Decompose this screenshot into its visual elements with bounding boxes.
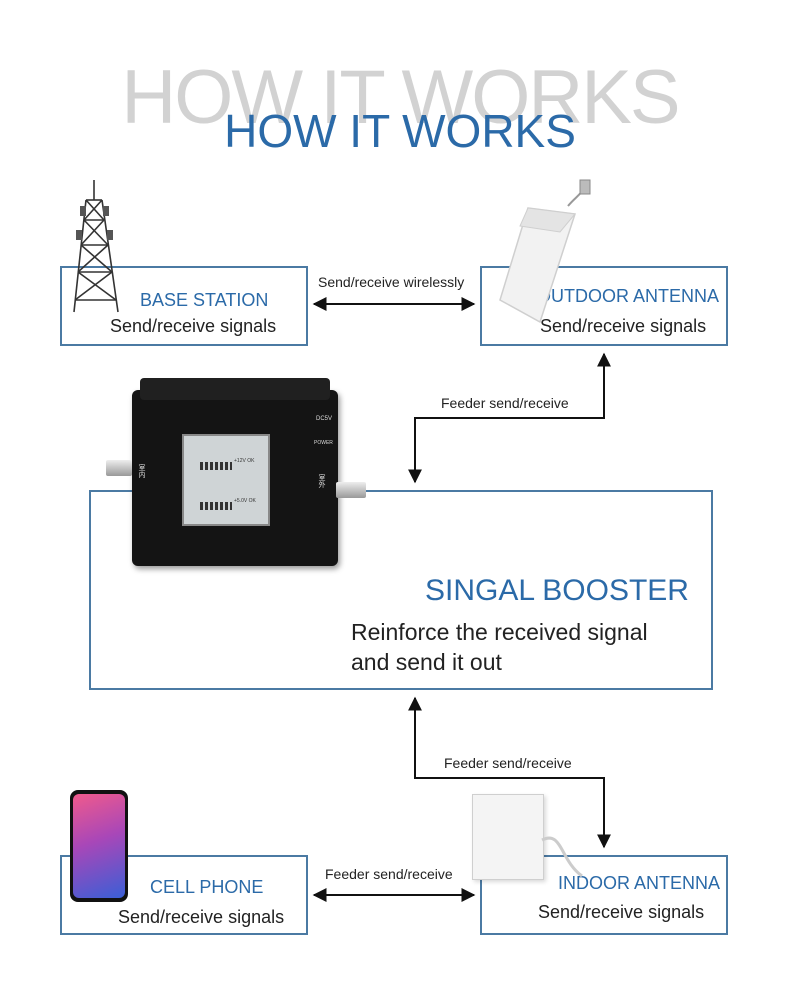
arrow-outdoor-booster: [408, 352, 611, 484]
booster-desc: Reinforce the received signal and send i…: [351, 617, 648, 677]
device-dc-label: DC5V: [316, 416, 333, 422]
cell-phone-icon: [70, 790, 128, 902]
lcd-row-a: +12V OK: [234, 458, 255, 464]
base-station-title: BASE STATION: [140, 290, 269, 310]
booster-device: +12V OK +5.0V OK DC5V POWER 室内 室外: [106, 378, 366, 578]
booster-desc-line2: and send it out: [351, 649, 502, 675]
outdoor-antenna-desc: Send/receive signals: [540, 316, 707, 336]
device-screen: +12V OK +5.0V OK: [182, 434, 270, 526]
title-shadow: HOW IT WORKS: [121, 55, 680, 140]
indoor-antenna-title: INDOOR ANTENNA: [558, 873, 721, 893]
device-label-left: 室内: [138, 464, 145, 478]
indoor-antenna-icon: [472, 794, 544, 880]
booster-title: SINGAL BOOSTER: [425, 574, 689, 607]
label-phone-indoor: Feeder send/receive: [325, 866, 453, 882]
arrow-booster-indoor: [408, 696, 611, 849]
outdoor-antenna-title: OUTDOOR ANTENNA: [537, 286, 720, 306]
device-power-label: POWER: [314, 440, 333, 446]
left-connector: [106, 460, 132, 476]
label-outdoor-booster: Feeder send/receive: [441, 395, 569, 411]
cell-phone-title: CELL PHONE: [150, 877, 264, 897]
device-top-bar: [140, 378, 330, 400]
right-connector: [336, 482, 366, 498]
base-station-desc: Send/receive signals: [110, 316, 277, 336]
indoor-antenna-desc: Send/receive signals: [538, 902, 705, 922]
device-label-right: 室外: [318, 474, 325, 488]
cell-phone-desc: Send/receive signals: [118, 907, 285, 927]
lcd-row-b: +5.0V OK: [234, 498, 256, 504]
page-title: HOW IT WORKS: [224, 105, 576, 157]
label-booster-indoor: Feeder send/receive: [444, 755, 572, 771]
booster-desc-line1: Reinforce the received signal: [351, 619, 648, 645]
outdoor-antenna-box: [480, 266, 728, 346]
label-base-outdoor: Send/receive wirelessly: [318, 274, 465, 290]
